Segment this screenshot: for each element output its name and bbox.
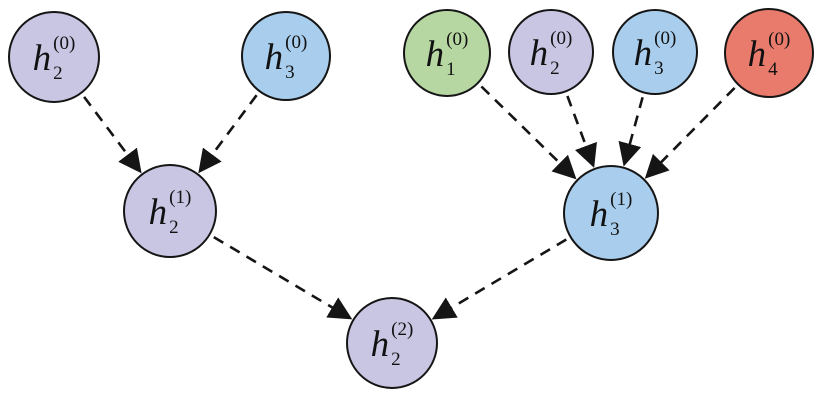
node-h2-layer0-a: h (0) 2	[8, 11, 100, 103]
edge-arrow	[198, 94, 258, 174]
node-h3-layer0-b: h (0) 3	[612, 9, 698, 95]
node-h2-layer1: h (1) 2	[123, 164, 217, 258]
node-h3-layer0-a: h (0) 3	[241, 11, 331, 101]
node-label: h (2) 2	[370, 318, 414, 370]
node-label: h (0) 2	[529, 27, 573, 79]
node-h3-layer1: h (1) 3	[563, 165, 659, 261]
node-label: h (1) 2	[148, 186, 192, 238]
edge-arrow	[480, 85, 577, 180]
edge-arrow	[431, 238, 567, 320]
node-h4-layer0: h (0) 4	[724, 8, 814, 98]
node-label: h (0) 1	[425, 28, 469, 80]
node-label: h (0) 3	[264, 31, 308, 83]
edge-arrow	[83, 96, 142, 174]
node-label: h (0) 3	[633, 27, 677, 79]
node-label: h (0) 2	[32, 32, 76, 84]
node-h2-layer2: h (2) 2	[346, 297, 438, 389]
node-h1-layer0: h (0) 1	[403, 9, 491, 97]
edge-arrow	[644, 86, 736, 179]
edge-arrow	[566, 95, 597, 168]
node-h2-layer0-b: h (0) 2	[508, 9, 594, 95]
node-label: h (1) 3	[589, 188, 633, 240]
node-label: h (0) 4	[747, 28, 791, 80]
edge-arrow	[618, 96, 644, 167]
edge-arrow	[213, 235, 353, 320]
